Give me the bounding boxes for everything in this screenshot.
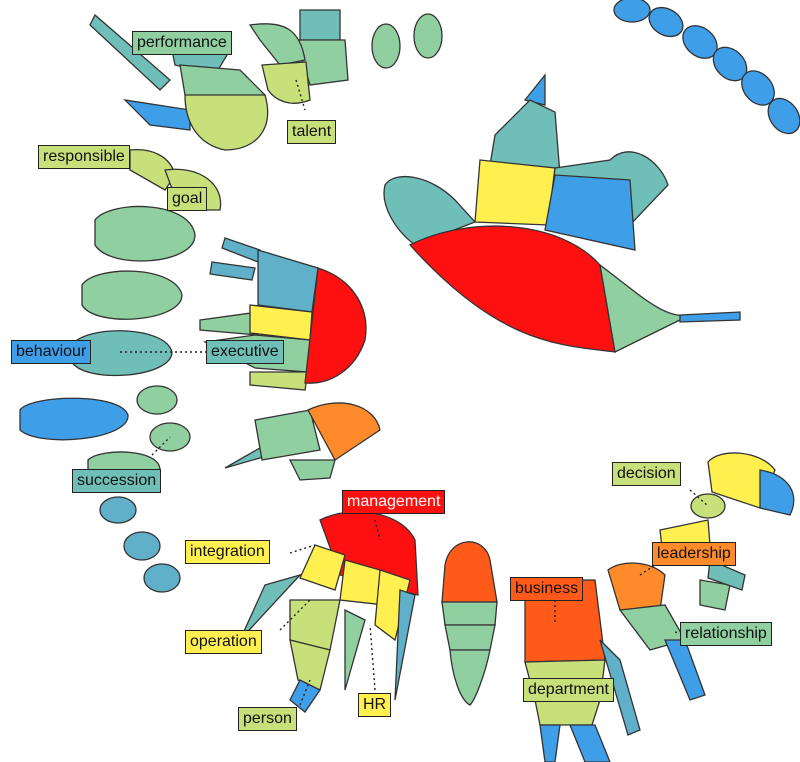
label-hr[interactable]: HR [358, 693, 391, 717]
top-right-oval-arc [614, 0, 800, 140]
central-big-glyph[interactable] [384, 75, 740, 352]
label-decision[interactable]: decision [612, 462, 681, 486]
executive-glyph[interactable] [200, 238, 366, 390]
vertical-column-glyph[interactable] [442, 542, 497, 705]
label-department[interactable]: department [523, 678, 614, 702]
label-executive[interactable]: executive [206, 340, 284, 364]
label-operation[interactable]: operation [185, 630, 262, 654]
label-integration[interactable]: integration [185, 540, 270, 564]
orange-glyph[interactable] [225, 403, 380, 480]
label-succession[interactable]: succession [72, 469, 161, 493]
oval-blob[interactable] [644, 2, 688, 43]
left-oval-stack [20, 206, 195, 592]
label-business[interactable]: business [510, 577, 583, 601]
label-person[interactable]: person [238, 707, 297, 731]
label-talent[interactable]: talent [287, 120, 336, 144]
label-performance[interactable]: performance [132, 31, 232, 55]
label-goal[interactable]: goal [167, 187, 207, 211]
oval-blob[interactable] [614, 0, 650, 22]
label-relationship[interactable]: relationship [680, 622, 772, 646]
leadership-glyph[interactable] [608, 453, 794, 700]
label-leadership[interactable]: leadership [652, 542, 736, 566]
label-behaviour[interactable]: behaviour [11, 340, 91, 364]
label-responsible[interactable]: responsible [38, 145, 130, 169]
label-management[interactable]: management [342, 490, 445, 514]
